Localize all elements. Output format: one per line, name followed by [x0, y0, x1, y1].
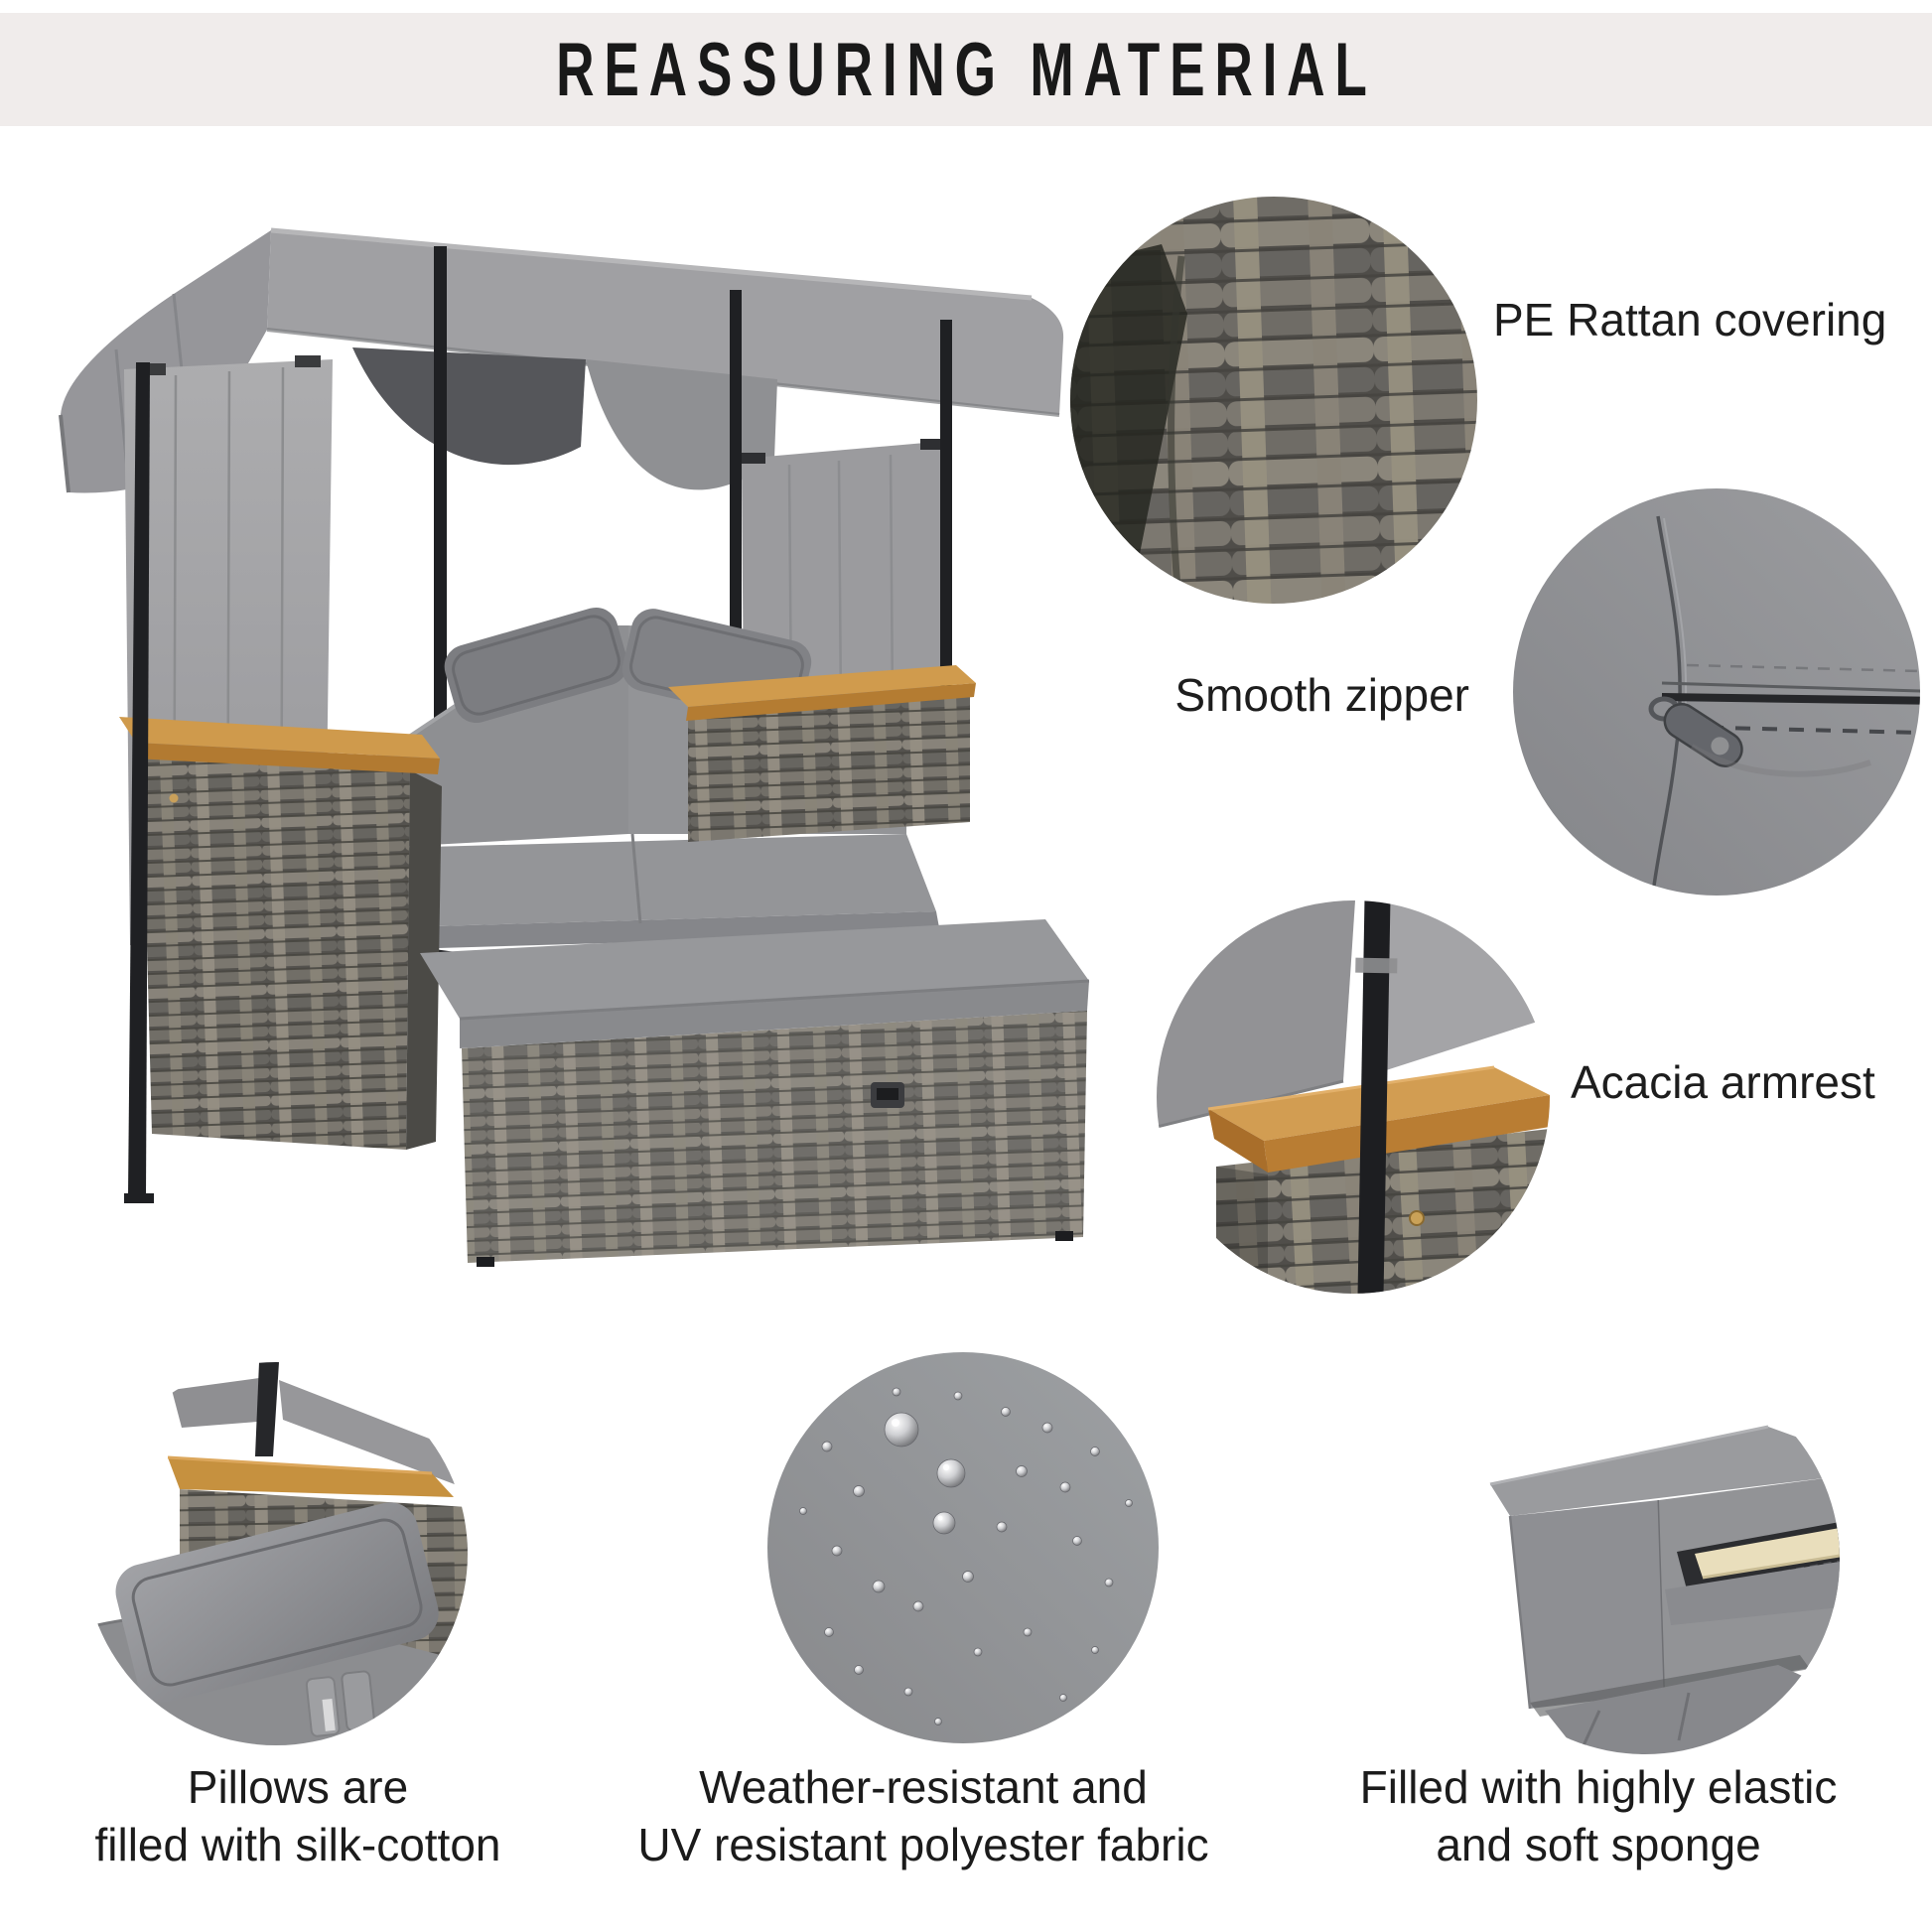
sponge-caption: Filled with highly elastic and soft spon… [1301, 1758, 1896, 1873]
sponge-caption-line1: Filled with highly elastic [1359, 1761, 1838, 1813]
page-title: REASSURING MATERIAL [555, 27, 1377, 112]
header-band: REASSURING MATERIAL [0, 13, 1932, 126]
left-armrest [119, 717, 442, 1150]
sponge-caption-line2: and soft sponge [1436, 1819, 1761, 1870]
sponge-detail-image [1450, 1365, 1840, 1754]
pillow-caption: Pillows are filled with silk-cotton [10, 1758, 586, 1873]
frame-post-right-front [940, 320, 952, 712]
fabric-caption: Weather-resistant and UV resistant polye… [625, 1758, 1221, 1873]
fabric-detail-image [767, 1352, 1159, 1743]
zipper-detail-image [1513, 488, 1920, 896]
fabric-caption-line2: UV resistant polyester fabric [637, 1819, 1209, 1870]
armrest-label: Acacia armrest [1571, 1056, 1875, 1108]
armrest-detail-image [1157, 900, 1550, 1294]
canopy-roof [59, 227, 1064, 493]
rattan-detail-image [1070, 197, 1477, 604]
zipper-label: Smooth zipper [1174, 669, 1469, 721]
pillow-caption-line2: filled with silk-cotton [94, 1819, 501, 1870]
product-image-daybed [59, 227, 1090, 1267]
ottoman [420, 919, 1090, 1267]
frame-post-left-front [124, 362, 154, 1203]
rattan-label: PE Rattan covering [1493, 294, 1887, 345]
right-armrest [668, 665, 976, 842]
fabric-caption-line1: Weather-resistant and [699, 1761, 1148, 1813]
pillow-caption-line1: Pillows are [187, 1761, 409, 1813]
pillow-detail-image [84, 1362, 468, 1745]
